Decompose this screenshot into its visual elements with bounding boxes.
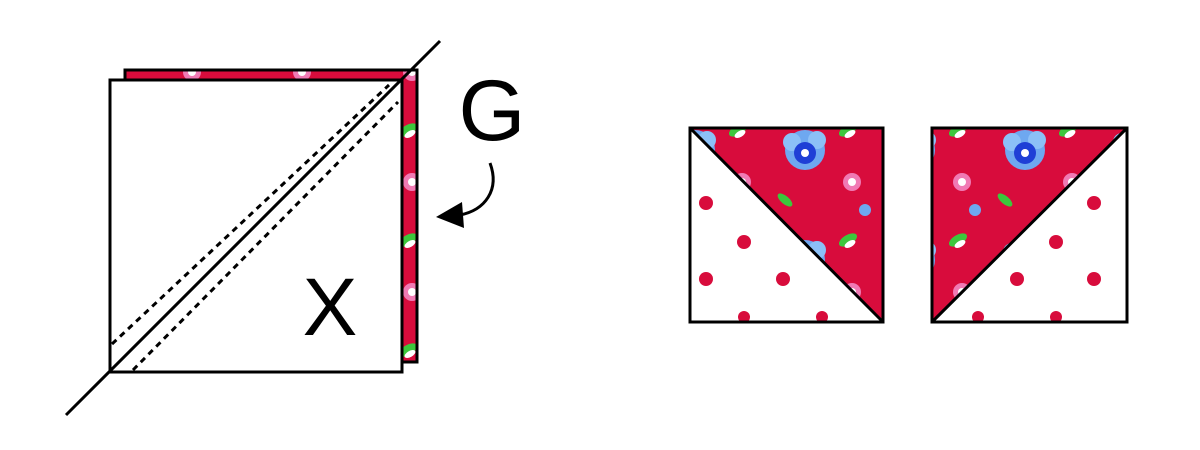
hst-block-left [688, 126, 885, 324]
stacked-squares: X [64, 39, 442, 417]
cut-line [64, 39, 442, 417]
label-x: X [303, 262, 358, 353]
polka-dots [699, 196, 828, 323]
hst-block-right [930, 126, 1129, 324]
label-g: G [459, 63, 526, 159]
sewing-line-upper [110, 83, 391, 346]
polka-dots [972, 196, 1101, 323]
sewing-line-lower [131, 100, 400, 372]
curved-arrow-icon [436, 162, 495, 228]
